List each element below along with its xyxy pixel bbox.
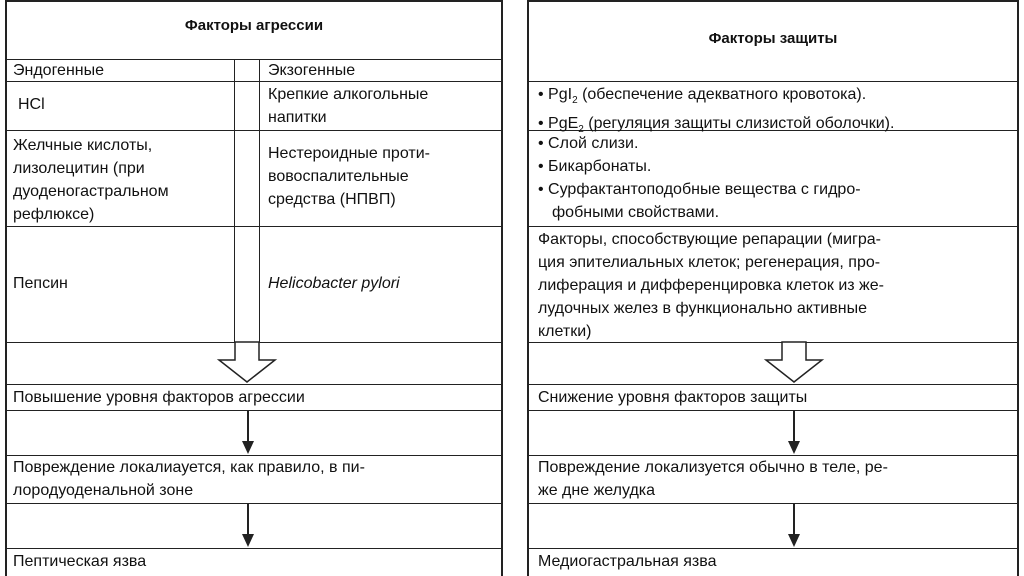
- divider-line: [5, 410, 503, 411]
- factor-alcohol: Крепкие алкогольные напитки: [268, 86, 429, 126]
- arrow-down: [788, 503, 800, 547]
- divider-line: [5, 226, 503, 227]
- divider-line: [5, 130, 503, 131]
- divider-line: [527, 81, 1019, 82]
- endogenous-label: Эндогенные: [13, 62, 105, 79]
- factor-pepsin: Пепсин: [13, 275, 68, 292]
- aggression-outcome-increase: Повышение уровня факторов агрессии: [13, 389, 305, 406]
- divider-line: [527, 410, 1019, 411]
- divider-line: [5, 548, 503, 549]
- factor-helicobacter: Helicobacter pylori: [268, 275, 400, 292]
- defense-header: Факторы защиты: [708, 30, 838, 47]
- divider-line: [527, 342, 1019, 343]
- column-divider: [259, 59, 260, 342]
- factor-hcl: HCl: [18, 96, 45, 113]
- defense-outcome-ulcer: Медиогастральная язва: [538, 553, 717, 570]
- divider-line: [5, 59, 503, 60]
- defense-item-pge2: • PgE2 (регуляция защиты слизистой оболо…: [538, 115, 895, 136]
- divider-line: [527, 384, 1019, 385]
- defense-prostaglandins: • PgI2 (обеспечение адекватного кровоток…: [538, 83, 894, 141]
- aggression-outcome-ulcer: Пептическая язва: [13, 553, 147, 570]
- arrow-down: [788, 410, 800, 454]
- defense-outcome-location: Повреждение локализуется обычно в теле, …: [538, 459, 888, 499]
- arrow-down: [242, 410, 254, 454]
- divider-line: [527, 226, 1019, 227]
- divider-line: [527, 548, 1019, 549]
- factor-nsaid: Нестероидные проти- вовоспалительные сре…: [268, 145, 430, 208]
- divider-line: [527, 130, 1019, 131]
- exogenous-label: Экзогенные: [268, 62, 356, 79]
- aggression-header: Факторы агрессии: [184, 17, 324, 34]
- defense-outcome-decrease: Снижение уровня факторов защиты: [538, 389, 808, 406]
- defense-repair: Факторы, способствующие репарации (мигра…: [538, 231, 884, 340]
- factor-bile-acids: Желчные кислоты, лизолецитин (при дуоден…: [13, 137, 169, 223]
- divider-line: [5, 503, 503, 504]
- divider-line: [527, 455, 1019, 456]
- column-divider: [234, 59, 235, 342]
- aggression-panel: [5, 0, 503, 576]
- aggression-outcome-location: Повреждение локалиауется, как правило, в…: [13, 459, 365, 499]
- hollow-arrow-down: [763, 341, 825, 383]
- defense-barrier: • Слой слизи. • Бикарбонаты. • Сурфактан…: [538, 135, 861, 221]
- divider-line: [5, 81, 503, 82]
- divider-line: [5, 384, 503, 385]
- arrow-down: [242, 503, 254, 547]
- divider-line: [5, 455, 503, 456]
- defense-item-pgi2: • PgI2 (обеспечение адекватного кровоток…: [538, 86, 867, 107]
- defense-panel: [527, 0, 1019, 576]
- divider-line: [527, 503, 1019, 504]
- hollow-arrow-down: [216, 341, 278, 383]
